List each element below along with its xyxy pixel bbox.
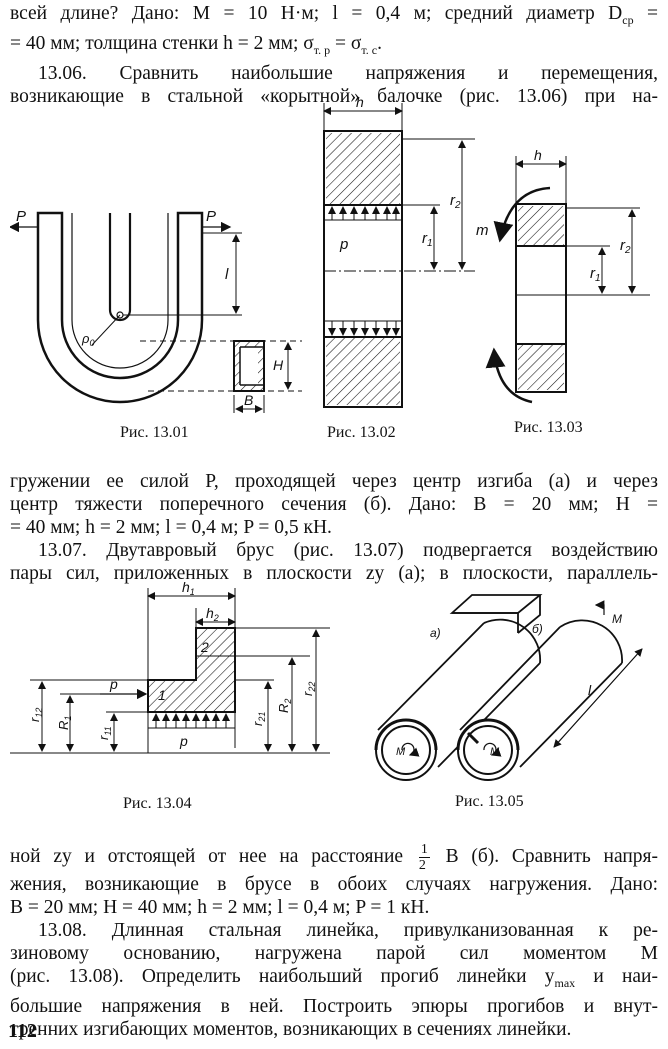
label-r21: r21	[250, 712, 267, 726]
text-line: пары сил, приложенных в плоскости zy (a)…	[10, 563, 658, 584]
text-line: всей длине? Дано: M = 10 Н·м; l = 0,4 м;…	[10, 3, 658, 27]
text-line: (рис. 13.08). Определить наибольший прог…	[10, 966, 658, 990]
label-p-force: p	[109, 676, 118, 692]
paragraph-1306-cont: гружении ее силой P, проходящей через це…	[10, 470, 658, 585]
label-one: 1	[158, 687, 166, 703]
figure-13-03: h r1 r2 m	[476, 147, 650, 404]
label-r12: r12	[27, 708, 44, 722]
figure-13-05: а) б) M M M l	[374, 594, 643, 781]
label-B: B	[244, 392, 253, 408]
text-line: зиновому основанию, нагружена парой сил …	[10, 943, 658, 964]
text-line: = 40 мм; толщина стенки h = 2 мм; σт. р …	[10, 32, 382, 57]
label-M-top: M	[612, 612, 622, 626]
text-line: B = 20 мм; H = 40 мм; h = 2 мм; l = 0,4 …	[10, 897, 430, 918]
label-l: l	[225, 266, 229, 283]
label-M-b: M	[490, 746, 500, 758]
text-line: 13.08. Длинная стальная линейка, привулк…	[38, 920, 658, 941]
text-line: жения, возникающие в брусе в обоих случа…	[10, 874, 658, 895]
label-r1-1302: r1	[422, 230, 433, 249]
paragraph-intro: всей длине? Дано: M = 10 Н·м; l = 0,4 м;…	[10, 2, 658, 108]
label-p-1304: p	[179, 733, 188, 749]
caption-fig-13-04: Рис. 13.04	[123, 795, 192, 812]
label-h1: h1	[182, 579, 195, 597]
label-a: а)	[430, 626, 441, 640]
text-line: возникающие в стальной «корытной» балочк…	[10, 85, 658, 107]
label-P-left: P	[16, 208, 26, 225]
label-r11: r11	[96, 726, 113, 740]
label-rho0: ρ0	[81, 331, 94, 348]
text-line: центр тяжести поперечного сечения (б). Д…	[10, 494, 658, 515]
label-l-1305: l	[588, 682, 592, 698]
caption-fig-13-01: Рис. 13.01	[120, 424, 189, 441]
figure-13-04: h1 h2 2 1 p p r12 R1 r11 r21 R2 r22	[10, 579, 330, 754]
text-line: гружении ее силой P, проходящей через це…	[10, 471, 658, 492]
label-m: m	[476, 222, 489, 239]
label-R2: R2	[276, 699, 293, 713]
label-r2-1302: r2	[450, 192, 461, 211]
label-two: 2	[200, 639, 209, 655]
label-h-1303: h	[534, 147, 542, 163]
text-line: тренних изгибающих моментов, возникающих…	[10, 1018, 572, 1040]
label-h-1302: h	[356, 95, 364, 110]
label-p-1302: p	[339, 236, 348, 253]
text-line: = 40 мм; h = 2 мм; l = 0,4 м; P = 0,5 кН…	[10, 517, 332, 538]
label-M-a: M	[396, 746, 406, 758]
caption-fig-13-03: Рис. 13.03	[514, 419, 583, 436]
label-R1: R1	[56, 716, 73, 730]
text-line: большие напряжения в ней. Построить эпюр…	[10, 995, 658, 1017]
text-line: ной zy и отстоящей от нее на расстояние …	[10, 842, 658, 873]
label-P-right: P	[206, 208, 216, 225]
figure-13-02: h p r1 r2	[323, 95, 475, 408]
label-r22: r22	[300, 682, 317, 696]
figure-13-01: P P l ρ0 H B	[10, 208, 302, 413]
label-r2-1303: r2	[620, 237, 631, 256]
caption-fig-13-02: Рис. 13.02	[327, 424, 396, 441]
label-b: б)	[532, 622, 543, 636]
label-h2: h2	[206, 605, 219, 623]
label-H: H	[273, 357, 284, 373]
page-number: 112	[8, 1020, 37, 1042]
label-r1-1303: r1	[590, 265, 601, 284]
text-line: 13.06. Сравнить наибольшие напряжения и …	[38, 62, 658, 84]
text-line: 13.07. Двутавровый брус (рис. 13.07) под…	[38, 540, 658, 561]
paragraph-bottom: ной zy и отстоящей от нее на расстояние …	[10, 842, 658, 1041]
caption-fig-13-05: Рис. 13.05	[455, 793, 524, 810]
